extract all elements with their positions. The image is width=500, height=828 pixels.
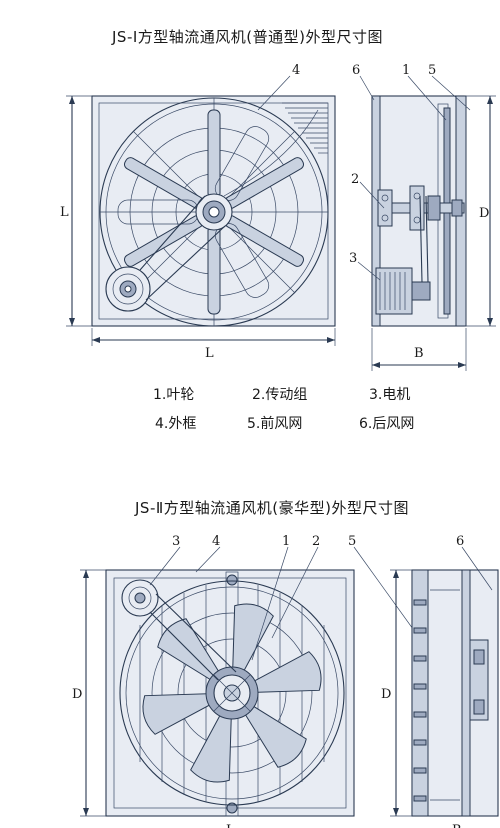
legend-item-front-guard: 5.前风网 [247,416,303,432]
legend-item-outer-frame: 4.外框 [155,416,197,432]
diagram1-callout-6: 6 [352,63,360,78]
legend-item-rear-guard: 6.后风网 [359,416,415,432]
diagram1-callout-3: 3 [349,251,357,266]
diagram2-front-view: D L 3 4 1 2 5 [72,534,419,828]
diagram1-callout-2: 2 [351,172,359,187]
diagram1-front-view: L L 4 [60,63,336,361]
diagram1-callout-5: 5 [428,63,436,78]
diagram2-height-label: D [72,687,82,702]
diagram2-title: JS-Ⅱ方型轴流通风机(豪华型)外型尺寸图 [135,499,409,517]
diagram1-width-label: L [205,346,214,361]
diagram1-diameter-label: D [479,206,489,221]
diagram1-side-view: D B 6 1 5 2 3 [349,63,496,371]
legend-item-impeller: 1.叶轮 [153,387,195,403]
legend-item-motor: 3.电机 [369,387,411,403]
diagram2-callout-6: 6 [456,534,464,549]
diagram2-depth-label: B [452,823,462,828]
legend-item-drive-assembly: 2.传动组 [252,387,308,403]
diagram2-callout-4: 4 [212,534,220,549]
diagram2-callout-2: 2 [312,534,320,549]
diagram1-callout-4: 4 [292,63,300,78]
diagram1-callout-1: 1 [402,63,410,78]
diagram2-side-view: D B 6 [381,534,499,828]
diagram1-title: JS-Ⅰ方型轴流通风机(普通型)外型尺寸图 [112,28,383,46]
diagram1-depth-label: B [414,346,424,361]
diagram2-callout-5: 5 [348,534,356,549]
diagram2-callout-1: 1 [282,534,290,549]
diagram2-callout-3: 3 [172,534,180,549]
diagram1-height-label: L [60,205,69,220]
diagram2-side-height-label: D [381,687,391,702]
diagram2-width-label: L [226,823,235,828]
